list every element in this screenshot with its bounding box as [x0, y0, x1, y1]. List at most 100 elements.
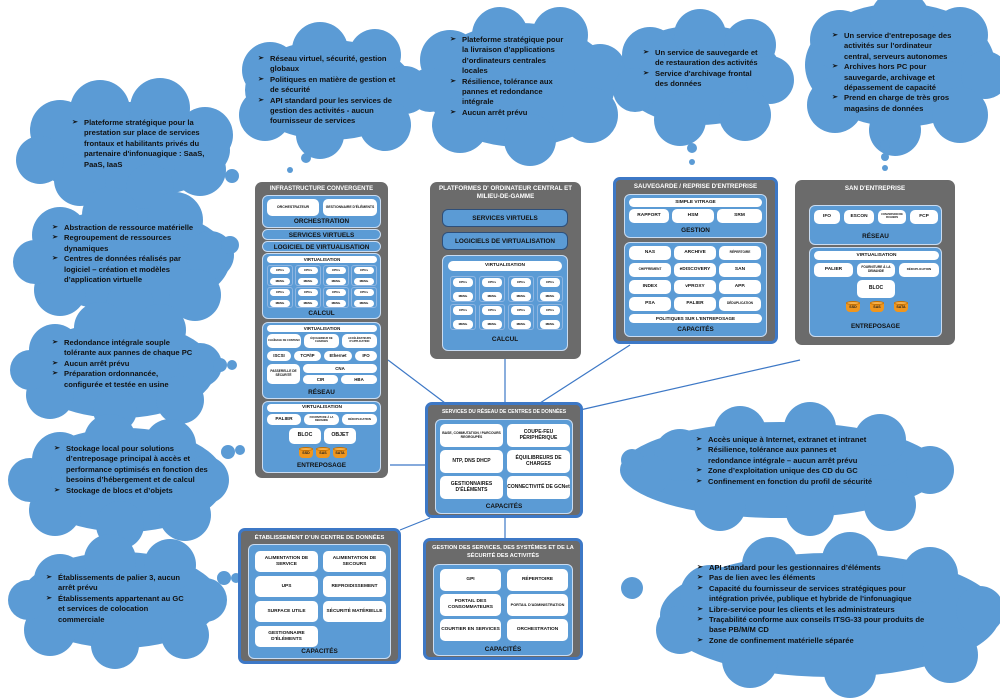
- sas-disk-icon: SAS: [316, 447, 330, 459]
- capability-item: ORCHESTRATION: [507, 619, 568, 641]
- cpu-mem-group: [267, 287, 293, 308]
- capability-item: DÉDUPLICATION: [719, 297, 761, 311]
- capability-item: NAS: [629, 246, 671, 260]
- virtual-services-label: SERVICES VIRTUELS: [472, 215, 538, 222]
- cloud-4-text: Un service de sauvegarde et de restaurat…: [643, 48, 763, 90]
- cpu-chip: CPUs: [540, 305, 560, 315]
- bullet: Zone de confinement matérielle séparée: [697, 636, 927, 647]
- ethernet: Ethernet: [324, 351, 352, 361]
- virtualization-software-bar: LOGICIELS DE VIRTUALISATION: [442, 232, 568, 250]
- capability-item: SÉCURITÉ MATÉRIELLE: [323, 601, 386, 622]
- sas-label: SAS: [319, 451, 327, 455]
- bullet: Plateforme stratégique pour la livraison…: [450, 35, 565, 77]
- bullet: Stockage de blocs et d’objets: [54, 486, 209, 497]
- ifo: IFO: [814, 210, 840, 224]
- cpu-mem-group: [537, 304, 563, 330]
- bullet: Un service d'entreposage des activités s…: [832, 31, 957, 62]
- cpu-chip: CPUs: [540, 277, 560, 287]
- bullet: Stockage local pour solutions d’entrepos…: [54, 444, 209, 486]
- escon: ESCON: [844, 210, 874, 224]
- bullet: API standard pour les services de gestio…: [258, 96, 398, 127]
- object-storage: OBJET: [324, 428, 356, 444]
- bullet: Zone d’exploitation unique des CD du GC: [696, 466, 876, 477]
- bullet: Un service de sauvegarde et de restaurat…: [643, 48, 763, 69]
- bullet: Service d'archivage frontal des données: [643, 69, 763, 90]
- cpu-chip: CPUs: [453, 277, 473, 287]
- bullet: Résilience, tolérance aux pannes et redo…: [696, 445, 876, 466]
- bullet: Aucun arrêt prévu: [52, 359, 197, 370]
- mem-chip: MEMs: [326, 277, 346, 285]
- block-storage: BLOC: [289, 428, 321, 444]
- ssd-disk-icon: SSD: [299, 447, 313, 459]
- compute-label: CALCUL: [308, 310, 335, 317]
- enterprise-san-panel: SAN D'ENTREPRISE IFO ESCON CONVERSION DE…: [795, 180, 955, 345]
- sas-disk-icon: SAS: [870, 301, 884, 313]
- mem-chip: MEMs: [540, 319, 560, 329]
- connector-lines: [387, 344, 801, 540]
- virtualization-software-bar: LOGICIEL DE VIRTUALISATION: [262, 241, 381, 252]
- bullet: Plateforme stratégique pour la prestatio…: [72, 118, 217, 170]
- capability-item: PORTAIL D'ADMINISTRATION: [507, 594, 568, 616]
- network-virtualization: VIRTUALISATION: [267, 325, 377, 332]
- cpu-mem-group: [537, 276, 563, 302]
- mem-chip: MEMs: [482, 319, 502, 329]
- dc-network-services-panel: SERVICES DU RÉSEAU DE CENTRES DE DONNÉES…: [425, 402, 583, 518]
- capability-item: RÉPERTOIRE: [719, 246, 761, 260]
- bullet: Établissements appartenant au GC et serv…: [46, 594, 191, 625]
- sas-label: SAS: [873, 305, 881, 309]
- network-label: RÉSEAU: [308, 389, 335, 396]
- fcp: FCP: [910, 210, 938, 224]
- panel-title: PLATFORMES D' ORDINATEUR CENTRAL ET MILI…: [438, 185, 573, 200]
- network-label: RÉSEAU: [862, 233, 889, 240]
- ssd-label: SSD: [302, 451, 310, 455]
- cna: CNA: [303, 364, 377, 373]
- hba: HBA: [341, 375, 377, 384]
- deduplication: DÉDUPLICATION: [899, 263, 939, 277]
- cloud-9-text: Établissements de palier 3, aucun arrêt …: [46, 573, 191, 625]
- cpu-mem-group: [295, 287, 321, 308]
- bullet: Confinement en fonction du profil de séc…: [696, 477, 876, 488]
- mem-chip: MEMs: [453, 319, 473, 329]
- sata-label: SATA: [335, 451, 345, 455]
- bullet: Réseau virtuel, sécurité, gestion globau…: [258, 54, 398, 75]
- cpu-chip: CPUs: [326, 266, 346, 274]
- mainframe-panel: PLATFORMES D' ORDINATEUR CENTRAL ET MILI…: [430, 182, 581, 359]
- sata-label: SATA: [896, 305, 906, 309]
- bullet: Préparation ordonnancée, configurée et t…: [52, 369, 197, 390]
- cloud-3-text: Plateforme stratégique pour la livraison…: [450, 35, 565, 119]
- virtualization-bar: VIRTUALISATION: [814, 251, 939, 260]
- mem-chip: MEMs: [326, 299, 346, 307]
- cloud-1-text: Plateforme stratégique pour la prestatio…: [72, 118, 217, 170]
- capability-item: GPI: [440, 569, 501, 591]
- cpu-chip: CPUs: [270, 266, 290, 274]
- storage-section: VIRTUALISATION PALIER FOURNITURE À LA DE…: [809, 247, 942, 337]
- capability-item: CONNECTIVITÉ DE GCNet: [507, 476, 570, 499]
- capability-item: UPS: [255, 576, 318, 597]
- cpu-mem-group: [295, 265, 321, 286]
- mem-chip: MEMs: [298, 277, 318, 285]
- capability-item: COUPE-FEU PÉRIPHÉRIQUE: [507, 424, 570, 447]
- capability-item: SAN: [719, 263, 761, 277]
- bullet: Aucun arrêt prévu: [450, 108, 565, 119]
- capabilities-label: CAPACITÉS: [301, 648, 338, 655]
- ssd-label: SSD: [849, 305, 857, 309]
- cpu-chip: CPUs: [482, 305, 502, 315]
- cpu-chip: CPUs: [453, 305, 473, 315]
- mem-chip: MEMs: [453, 291, 473, 301]
- bullet: Prend en charge de très gros magasins de…: [832, 93, 957, 114]
- bullet: Archives hors PC pour sauvegarde, archiv…: [832, 62, 957, 93]
- tiering: PALIER: [267, 414, 301, 425]
- bullet: Abstraction de ressource matérielle: [52, 223, 202, 234]
- file-conversion: CONVERSION DE FICHIERS: [878, 210, 906, 224]
- capability-item: RÉPERTOIRE: [507, 569, 568, 591]
- panel-title: GESTION DES SERVICES, DES SYSTÈMES ET DE…: [432, 545, 574, 559]
- ssd-disk-icon: SSD: [846, 301, 860, 313]
- cpu-mem-group: [267, 265, 293, 286]
- cloud-8-text: Stockage local pour solutions d’entrepos…: [54, 444, 209, 496]
- compute-label: CALCUL: [491, 336, 519, 343]
- storage-section: VIRTUALISATION PALIER FOURNITURE À LA DE…: [262, 401, 381, 473]
- capabilities-label: CAPACITÉS: [485, 503, 523, 510]
- cir: CIR: [303, 375, 338, 384]
- tiering: PALIER: [814, 263, 853, 277]
